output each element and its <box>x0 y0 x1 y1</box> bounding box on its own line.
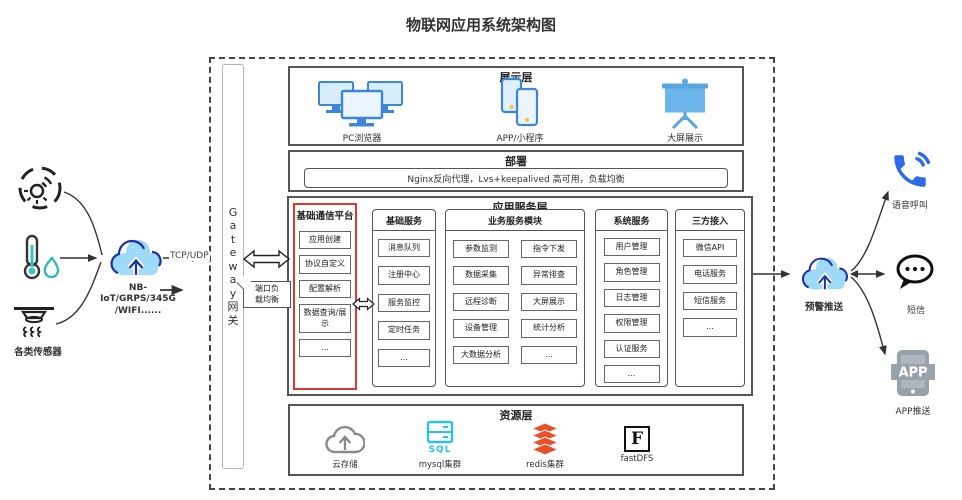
fastdfs-item: F fastDFS <box>592 426 682 464</box>
business-module-title: 业务服务模块 <box>446 210 584 231</box>
comm-platform-panel: 基础通信平台 应用创建 协议自定义 配置解析 数据查询/展示 ... <box>293 203 357 390</box>
nbiot-protocols-label: NB- IoT/GRPS/345G /WIFI...... <box>100 283 176 316</box>
fastdfs-icon: F <box>624 426 650 452</box>
sql-server-icon: SQL <box>426 420 454 455</box>
alert-push-item: 预警推送 <box>796 249 852 313</box>
business-item: 远程诊断 <box>453 292 509 312</box>
alert-push-label: 预警推送 <box>804 302 843 313</box>
deploy-layer-box: 部署 Nginx反向代理，Lvs+keepalived 高可用，负载均衡 <box>288 150 744 192</box>
comm-platform-item: 应用创建 <box>299 231 351 250</box>
fastdfs-label: fastDFS <box>620 454 654 464</box>
sql-icon-text: SQL <box>429 445 452 455</box>
basic-service-item: 消息队列 <box>378 239 430 258</box>
sms-bubble-icon <box>896 254 934 289</box>
thermometer-humidity-icon <box>23 234 60 280</box>
basic-service-item: 定时任务 <box>378 321 430 340</box>
system-service-item: 认证服务 <box>603 339 660 358</box>
third-party-item: 短信服务 <box>683 291 737 311</box>
gateway-bar: G a t e w a y 网 关 <box>222 64 244 469</box>
pc-monitors-icon <box>318 81 403 127</box>
resource-layer-title: 资源层 <box>499 409 533 422</box>
smoke-sensor-item <box>10 306 58 342</box>
basic-service-item: ... <box>378 348 430 367</box>
third-party-panel: 三方接入 微信API 电话服务 短信服务 ... <box>675 209 745 387</box>
app-miniprogram-label: APP/小程序 <box>496 134 544 144</box>
voice-call-item: 语音呼叫 <box>886 150 934 211</box>
business-item: 统计分析 <box>521 319 577 338</box>
business-item: 大屏展示 <box>521 292 577 312</box>
big-screen-item: 大屏展示 <box>627 78 743 144</box>
nbiot-cloud-icon <box>110 239 162 275</box>
system-service-item: 用户管理 <box>603 238 660 257</box>
big-screen-label: 大屏展示 <box>666 134 703 144</box>
deploy-layer-title: 部署 <box>505 155 527 168</box>
basic-service-item: 注册中心 <box>378 266 430 285</box>
app-push-icon: APP <box>891 350 935 396</box>
comm-platform-item: ... <box>299 338 351 358</box>
light-sensor-item <box>14 164 66 212</box>
page-title: 物联网应用系统架构图 <box>405 16 556 34</box>
tcp-udp-label: TCP/UDP <box>169 251 210 261</box>
sensors-label: 各类传感器 <box>14 347 62 358</box>
system-service-item: ... <box>603 364 660 384</box>
light-sensor-icon <box>18 166 62 210</box>
comm-platform-title: 基础通信平台 <box>296 211 354 222</box>
comm-platform-item: 数据查询/展示 <box>299 304 351 333</box>
port-load-balance-tag: 端口负 载均衡 <box>243 281 291 308</box>
cloud-upload-icon <box>325 425 365 454</box>
third-party-item: ... <box>683 318 737 337</box>
alert-push-cloud-icon <box>801 257 848 290</box>
business-item: 指令下发 <box>521 240 577 259</box>
cloud-storage-item: 云存储 <box>300 424 390 470</box>
app-miniprogram-item: APP/小程序 <box>462 77 578 144</box>
sms-label: 短信 <box>906 306 925 316</box>
mysql-cluster-item: SQL mysql集群 <box>395 420 485 470</box>
system-service-item: 权限管理 <box>603 314 660 333</box>
business-module-panel: 业务服务模块 参数监测 数据采集 远程诊断 设备管理 大数据分析 指令下发 异常… <box>445 209 585 387</box>
smoke-detector-icon <box>14 307 54 338</box>
comm-platform-item: 配置解析 <box>299 279 351 299</box>
pc-browser-label: PC浏览器 <box>342 134 382 144</box>
system-service-item: 日志管理 <box>603 288 660 308</box>
app-push-label: APP推送 <box>895 407 931 417</box>
redis-stack-icon <box>530 422 560 456</box>
temp-humidity-sensor-item <box>18 234 62 280</box>
app-push-item: APP APP推送 <box>888 348 938 417</box>
phones-icon <box>500 77 539 127</box>
nbiot-cloud-item <box>105 231 165 283</box>
projection-screen-icon <box>662 78 708 129</box>
system-services-title: 系统服务 <box>596 210 667 231</box>
voice-call-icon <box>894 151 931 187</box>
basic-services-panel: 基础服务 消息队列 注册中心 服务监控 定时任务 ... <box>372 209 436 387</box>
cloud-storage-label: 云存储 <box>332 460 358 470</box>
third-party-item: 电话服务 <box>683 265 737 284</box>
app-icon-text: APP <box>898 366 927 381</box>
system-service-item: 角色管理 <box>603 263 660 282</box>
business-item: ... <box>521 345 577 364</box>
deploy-detail-box: Nginx反向代理，Lvs+keepalived 高可用，负载均衡 <box>304 168 728 188</box>
basic-services-title: 基础服务 <box>373 210 435 231</box>
business-item: 数据采集 <box>453 266 509 285</box>
mysql-cluster-label: mysql集群 <box>418 460 462 470</box>
app-service-layer-box: 应用服务层 基础通信平台 应用创建 协议自定义 配置解析 数据查询/展示 ...… <box>287 196 753 396</box>
basic-service-item: 服务监控 <box>378 293 430 313</box>
sms-item: 短信 <box>892 253 940 316</box>
business-item: 设备管理 <box>453 319 509 338</box>
comm-platform-item: 协议自定义 <box>299 255 351 274</box>
pc-browser-item: PC浏览器 <box>302 79 422 144</box>
business-item: 异常排查 <box>521 266 577 285</box>
third-party-title: 三方接入 <box>676 210 744 231</box>
voice-call-label: 语音呼叫 <box>891 201 928 211</box>
business-item: 大数据分析 <box>453 345 509 364</box>
redis-cluster-item: redis集群 <box>500 422 590 470</box>
third-party-item: 微信API <box>683 239 737 258</box>
redis-cluster-label: redis集群 <box>526 460 564 470</box>
business-item: 参数监测 <box>453 240 509 259</box>
system-services-panel: 系统服务 用户管理 角色管理 日志管理 权限管理 认证服务 ... <box>595 209 668 387</box>
